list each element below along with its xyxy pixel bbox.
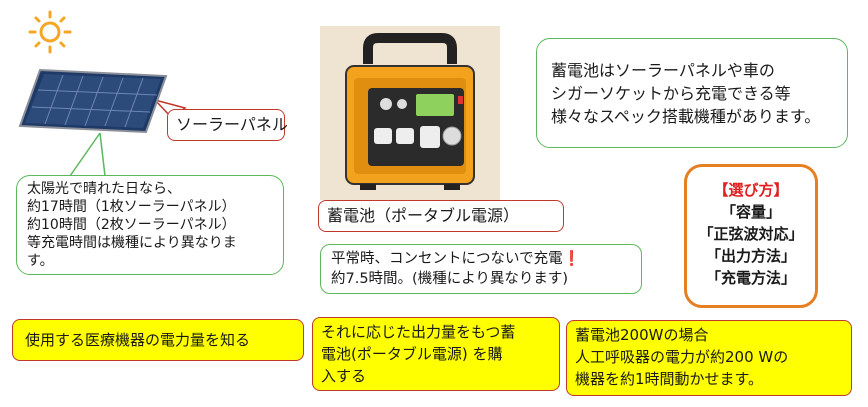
- step-3-line-2: 人工呼吸器の電力が約200 Wの: [575, 348, 789, 366]
- battery-info-line-3: 様々なスペック搭載機種があります。: [551, 107, 821, 126]
- sun-icon: [28, 10, 72, 54]
- sunny-info-line-5: す。: [27, 253, 54, 269]
- battery-label-box: 蓄電池（ポータブル電源）: [318, 200, 564, 232]
- sunny-charge-info-box: 太陽光で晴れた日なら、 約17時間（1枚ソーラーパネル） 約10時間（2枚ソーラ…: [16, 175, 284, 275]
- solar-panel-label-box: ソーラーパネル: [167, 109, 288, 141]
- battery-info-line-1: 蓄電池はソーラーパネルや車の: [551, 61, 775, 80]
- solar-panel-label: ソーラーパネル: [176, 115, 288, 134]
- step-2-line-3: 入する: [321, 367, 367, 385]
- selection-item-sine-wave: 「正弦波対応」: [698, 225, 804, 243]
- selection-heading: 【選び方】: [713, 181, 789, 199]
- selection-guide-box: 【選び方】 「容量」 「正弦波対応」 「出力方法」 「充電方法」: [684, 164, 818, 308]
- outlet-info-line-1: 平常時、コンセントにつないで充電: [331, 251, 563, 267]
- step-2-line-2: 電池(ポータブル電源) を購: [321, 345, 503, 363]
- step-1-box: 使用する医療機器の電力量を知る: [12, 319, 304, 361]
- battery-info-box: 蓄電池はソーラーパネルや車の シガーソケットから充電できる等 様々なスペック搭載…: [536, 38, 848, 148]
- step-2-box: それに応じた出力量をもつ蓄 電池(ポータブル電源) を購 入する: [312, 317, 560, 391]
- solar-panel-icon: [18, 68, 168, 134]
- portable-battery-icon: [345, 33, 475, 190]
- step-3-line-1: 蓄電池200Wの場合: [575, 326, 709, 344]
- sunny-info-line-3: 約10時間（2枚ソーラーパネル）: [27, 217, 236, 233]
- outlet-info-line-2: 約7.5時間。(機種により異なります): [331, 271, 569, 287]
- sunny-info-line-1: 太陽光で晴れた日なら、: [27, 181, 181, 197]
- step-1-text: 使用する医療機器の電力量を知る: [25, 331, 251, 349]
- outlet-charge-info-box: 平常時、コンセントにつないで充電❗ 約7.5時間。(機種により異なります): [320, 244, 642, 294]
- step-2-line-1: それに応じた出力量をもつ蓄: [321, 323, 516, 341]
- selection-item-output: 「出力方法」: [705, 247, 796, 265]
- sunny-info-line-2: 約17時間（1枚ソーラーパネル）: [27, 199, 236, 215]
- warning-mark-icon: ❗: [562, 251, 581, 267]
- battery-label: 蓄電池（ポータブル電源）: [327, 206, 520, 225]
- selection-item-capacity: 「容量」: [720, 203, 781, 221]
- step-3-box: 蓄電池200Wの場合 人工呼吸器の電力が約200 Wの 機器を約1時間動かせます…: [566, 320, 852, 396]
- selection-item-charging: 「充電方法」: [705, 269, 796, 287]
- battery-info-line-2: シガーソケットから充電できる等: [551, 84, 791, 103]
- sunny-info-pointer-left: [69, 132, 101, 177]
- sunny-info-line-4: 等充電時間は機種により異なりま: [27, 235, 237, 251]
- step-3-line-3: 機器を約1時間動かせます。: [575, 370, 764, 388]
- sunny-info-pointer-right: [99, 132, 106, 177]
